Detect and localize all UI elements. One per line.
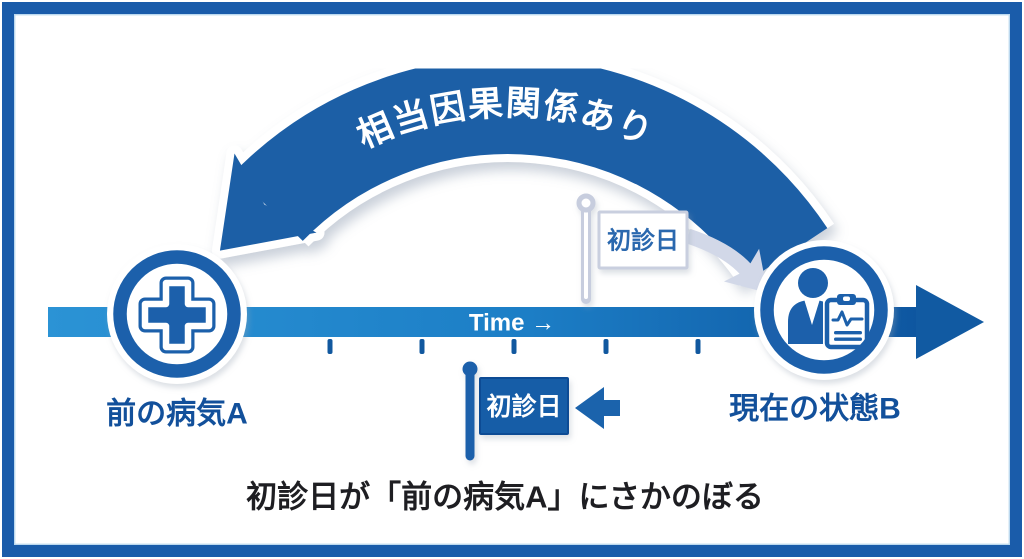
top-flag-banner: [597, 210, 689, 270]
medical-cross-icon: [138, 276, 216, 354]
top-flag: 初診日: [576, 193, 689, 304]
clipboard-clip-hole: [843, 296, 850, 301]
right-node-label: 現在の状態B: [729, 392, 901, 426]
clipboard-text-line: [834, 337, 862, 341]
timeline-tick: [419, 339, 425, 354]
patient-head: [798, 268, 828, 298]
frame-inner-line: [13, 13, 1010, 545]
swoosh-arrow-icon: [685, 228, 768, 293]
bottom-flag-pole-ball: [462, 361, 478, 377]
right-node-ring: [760, 246, 888, 374]
causal-arc-arrowhead-icon: [219, 153, 317, 251]
left-node-label: 前の病気A: [106, 398, 248, 431]
bottom-flag-label: 初診日: [486, 392, 561, 421]
clipboard-text-line: [834, 331, 862, 335]
time-label: Time →: [469, 310, 555, 337]
top-flag-pole-ring: [576, 193, 596, 213]
causal-arc: [211, 49, 835, 287]
caption-text: 初診日が「前の病気A」にさかのぼる: [246, 480, 764, 515]
timeline-tick: [327, 339, 333, 354]
timeline-tick: [695, 339, 701, 354]
left-node: [107, 244, 247, 384]
heartbeat-line: [831, 310, 864, 327]
bottom-flag: 初診日: [462, 361, 569, 461]
swoosh-arrow-tail: [685, 228, 754, 277]
dashed-arrow-head: [575, 387, 620, 429]
dashed-back-arrow-icon: [575, 387, 731, 429]
patient-collar: [804, 299, 820, 325]
causal-arc-band: [233, 57, 828, 283]
top-flag-label: 初診日: [607, 227, 679, 255]
timeline-arrowhead-icon: [916, 285, 984, 359]
timeline-tick: [511, 339, 517, 354]
clipboard-icon: [823, 294, 872, 352]
left-node-ring: [113, 250, 241, 378]
right-node: [754, 240, 894, 380]
swoosh-arrow-head: [723, 248, 768, 293]
bottom-flag-banner: [479, 377, 569, 435]
timeline-tick: [603, 339, 609, 354]
timeline-ticks: [327, 339, 701, 354]
